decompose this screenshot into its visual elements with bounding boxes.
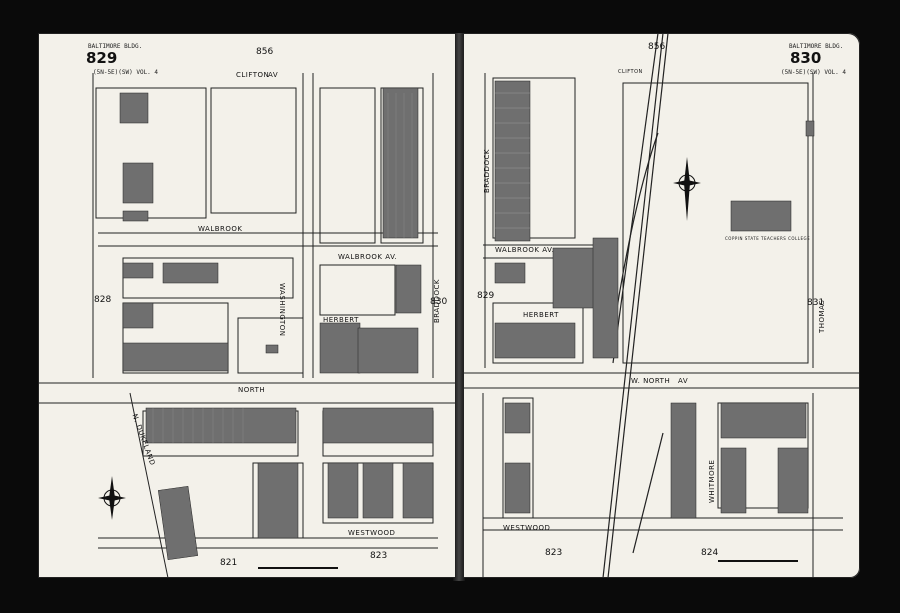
street-westwood-right: WESTWOOD — [503, 524, 551, 532]
right-page-number: 830 — [790, 49, 822, 67]
street-thomas-right: THOMAS — [818, 299, 826, 333]
street-north-right: W. NORTH — [631, 377, 671, 385]
street-washington-left: WASHINGTON — [278, 283, 286, 337]
street-walbrook-left: WALBROOK — [198, 225, 243, 233]
street-herbert-right: HERBERT — [523, 311, 559, 319]
street-walbrook-av-right: WALBROOK AV. — [495, 246, 555, 254]
street-north-left: NORTH — [238, 386, 266, 394]
left-page-number: 829 — [86, 49, 118, 67]
left-side-ref: 828 — [94, 295, 112, 305]
left-bottom-ref-2: 823 — [370, 551, 388, 561]
left-top-ref: 856 — [256, 47, 274, 57]
left-map-page: BALTIMORE BLDG. 829 (5N-5E)(SW) VOL. 4 8… — [38, 33, 456, 578]
street-north-av-right: AV — [678, 377, 689, 385]
compass-rose-icon — [98, 476, 126, 520]
street-walbrook-av-left: WALBROOK AV. — [338, 253, 398, 261]
left-header-label: BALTIMORE BLDG. — [88, 43, 143, 50]
right-right-ref: 831 — [807, 298, 825, 308]
street-clifton-left: CLIFTON — [236, 71, 270, 79]
street-braddock-right: BRADDOCK — [483, 149, 491, 193]
right-bottom-ref-1: 823 — [545, 548, 563, 558]
street-westwood-left: WESTWOOD — [348, 529, 396, 537]
left-map-drawing — [38, 73, 456, 578]
left-right-ref: 830 — [430, 297, 448, 307]
street-clifton-av-left: AV — [268, 71, 279, 79]
right-sheet-ref: (5N-5E)(SW) VOL. 4 — [781, 69, 847, 76]
compass-rose-icon — [673, 157, 701, 221]
building-caption: COPPIN STATE TEACHERS COLLEGE — [725, 236, 811, 241]
right-left-ref: 829 — [477, 291, 495, 301]
book-binding — [453, 33, 465, 581]
right-top-ref: 856 — [648, 42, 666, 52]
right-map-drawing — [463, 33, 860, 578]
right-bottom-ref-2: 824 — [701, 548, 719, 558]
right-header-label: BALTIMORE BLDG. — [789, 43, 844, 50]
street-clifton-right: CLIFTON — [618, 69, 643, 75]
street-braddock-left: BRADDOCK — [433, 279, 441, 323]
street-herbert-left: HERBERT — [323, 316, 359, 324]
right-map-page: BALTIMORE BLDG. 830 (5N-5E)(SW) VOL. 4 8… — [463, 33, 860, 578]
left-sheet-ref: (5N-5E)(SW) VOL. 4 — [93, 69, 159, 76]
left-bottom-ref-1: 821 — [220, 558, 238, 568]
street-whitmore-right: WHITMORE — [708, 459, 716, 503]
